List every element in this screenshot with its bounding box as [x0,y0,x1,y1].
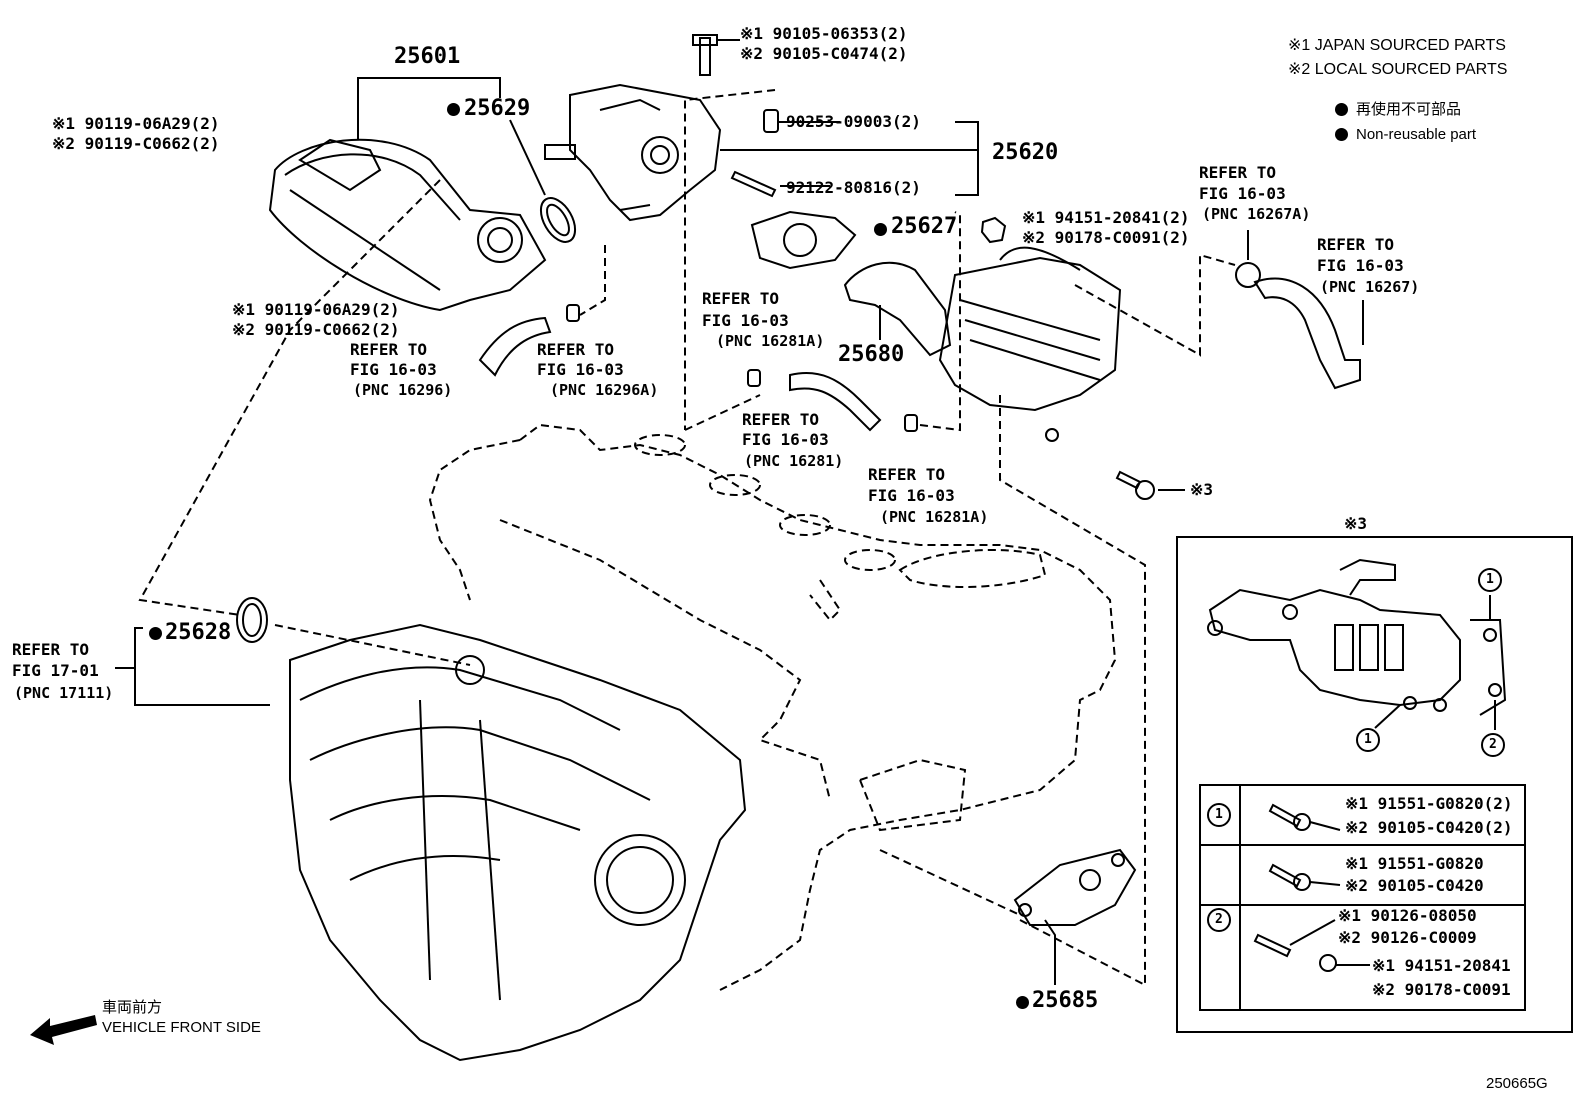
part-ref3-marker[interactable]: ※3 [1190,480,1214,499]
part-bolt-top-jp[interactable]: ※1 90105-06353(2) [740,24,908,43]
refer-16296a-line1[interactable]: REFER TO [537,340,615,359]
nonreusable-dot-icon [1335,128,1348,141]
vehicle-front-jp: 車両前方 [102,999,163,1016]
legend-nonreusable-en: Non-reusable part [1356,126,1477,143]
row3-part-a-local[interactable]: ※2 90126-C0009 [1338,928,1477,947]
refer-17111-pnc[interactable]: (PNC 17111) [14,684,114,702]
refer-16281a-bottom-line2[interactable]: FIG 16-03 [868,486,955,505]
nonreusable-dot-icon [1016,996,1029,1009]
egr-pipe-25601 [268,138,547,312]
pnc-25620[interactable]: 25620 [992,140,1059,165]
pnc-25680[interactable]: 25680 [838,342,905,367]
part-bolt-left-b-jp[interactable]: ※1 90119-06A29(2) [232,300,400,319]
egr-cooler [938,246,1122,442]
row1-part-jp[interactable]: ※1 91551-G0820(2) [1345,794,1513,813]
legend-local-sourced: ※2 LOCAL SOURCED PARTS [1288,61,1508,78]
row3-part-a-jp[interactable]: ※1 90126-08050 [1338,906,1477,925]
refer-17111-line2[interactable]: FIG 17-01 [12,661,99,680]
vehicle-front-en: VEHICLE FRONT SIDE [102,1019,261,1036]
pnc-25629[interactable]: 25629 [464,96,531,121]
figure-id: 250665G [1486,1075,1548,1092]
detail-box-title: ※3 [1344,514,1368,533]
refer-16296-line1[interactable]: REFER TO [350,340,428,359]
detail-circle-1: 1 [1486,572,1494,587]
nonreusable-dot-icon [1335,103,1348,116]
intake-manifold [289,623,747,1062]
row2-part-jp[interactable]: ※1 91551-G0820 [1345,854,1484,873]
refer-16296a-pnc[interactable]: (PNC 16296A) [550,381,659,399]
vehicle-front-arrow [30,1015,97,1045]
refer-16281a-top-line1[interactable]: REFER TO [702,289,780,308]
egr-valve-25620 [544,83,722,222]
row1-key: 1 [1215,807,1223,822]
refer-16281a-bottom-line1[interactable]: REFER TO [868,465,946,484]
refer-16267a-line2[interactable]: FIG 16-03 [1199,184,1286,203]
refer-16281-pnc[interactable]: (PNC 16281) [744,452,844,470]
refer-16281-line1[interactable]: REFER TO [742,410,820,429]
part-bolt-top-local[interactable]: ※2 90105-C0474(2) [740,44,908,63]
refer-16296-pnc[interactable]: (PNC 16296) [353,381,453,399]
refer-16296a-line2[interactable]: FIG 16-03 [537,360,624,379]
detail-circle-1: 1 [1364,732,1372,747]
row1-part-local[interactable]: ※2 90105-C0420(2) [1345,818,1513,837]
pnc-25685[interactable]: 25685 [1032,988,1099,1013]
row2-part-local[interactable]: ※2 90105-C0420 [1345,876,1484,895]
refer-16267-pnc[interactable]: (PNC 16267) [1320,278,1420,296]
part-nut-local[interactable]: ※2 90178-C0091(2) [1022,228,1190,247]
part-bolt-left-a-local[interactable]: ※2 90119-C0662(2) [52,134,220,153]
refer-16267-line1[interactable]: REFER TO [1317,235,1395,254]
part-bolt-left-b-local[interactable]: ※2 90119-C0662(2) [232,320,400,339]
refer-16281a-top-line2[interactable]: FIG 16-03 [702,311,789,330]
refer-16267-line2[interactable]: FIG 16-03 [1317,256,1404,275]
part-pin[interactable]: 90253-09003(2) [786,112,921,131]
refer-16296-line2[interactable]: FIG 16-03 [350,360,437,379]
pnc-25601[interactable]: 25601 [394,44,461,69]
refer-16281a-top-pnc[interactable]: (PNC 16281A) [716,332,825,350]
refer-16281-line2[interactable]: FIG 16-03 [742,430,829,449]
part-nut-jp[interactable]: ※1 94151-20841(2) [1022,208,1190,227]
detail-circle-2: 2 [1489,737,1497,752]
legend-japan-sourced: ※1 JAPAN SOURCED PARTS [1288,37,1506,54]
row3-part-b-local[interactable]: ※2 90178-C0091 [1372,980,1511,999]
pnc-25628[interactable]: 25628 [165,620,232,645]
refer-17111-line1[interactable]: REFER TO [12,640,90,659]
refer-16267a-line1[interactable]: REFER TO [1199,163,1277,182]
row3-key: 2 [1215,912,1223,927]
part-stud[interactable]: 92122-80816(2) [786,178,921,197]
nonreusable-dot-icon [149,627,162,640]
refer-16281a-bottom-pnc[interactable]: (PNC 16281A) [880,508,989,526]
part-bolt-left-a-jp[interactable]: ※1 90119-06A29(2) [52,114,220,133]
nonreusable-dot-icon [874,223,887,236]
row3-part-b-jp[interactable]: ※1 94151-20841 [1372,956,1511,975]
refer-16267a-pnc[interactable]: (PNC 16267A) [1202,205,1311,223]
legend-nonreusable-jp: 再使用不可部品 [1356,101,1462,118]
nonreusable-dot-icon [447,103,460,116]
pnc-25627[interactable]: 25627 [891,214,958,239]
